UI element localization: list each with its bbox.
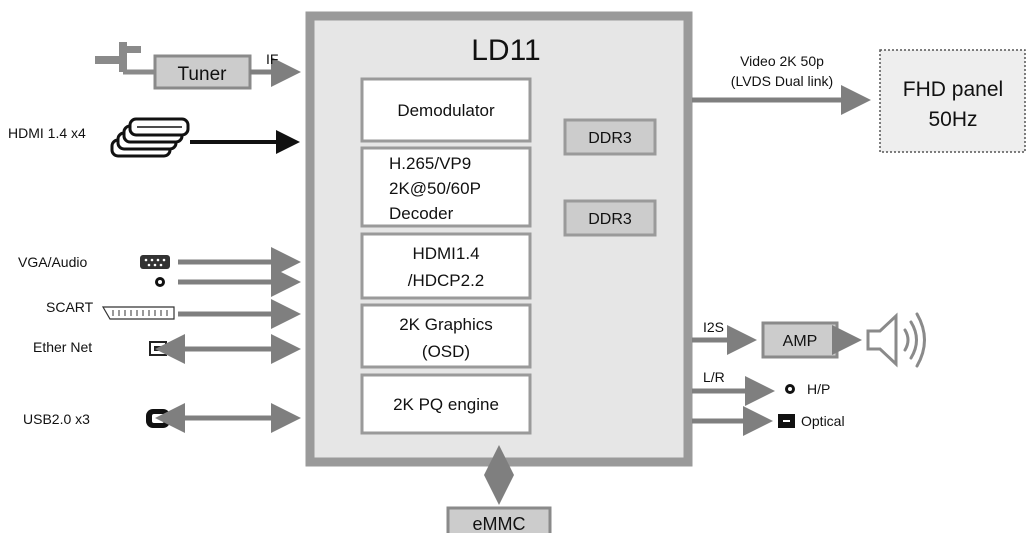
antenna-icon bbox=[95, 42, 141, 72]
graphics-label-line1: 2K Graphics bbox=[399, 315, 493, 334]
speaker-icon bbox=[866, 312, 926, 368]
video-output-label-line1: Video 2K 50p bbox=[740, 53, 824, 69]
headphone-label: H/P bbox=[807, 381, 830, 397]
usb-label: USB2.0 x3 bbox=[23, 411, 90, 427]
optical-label: Optical bbox=[801, 413, 845, 429]
pq-engine-label: 2K PQ engine bbox=[393, 395, 499, 414]
vga-audio-label: VGA/Audio bbox=[18, 254, 87, 270]
amp-label: AMP bbox=[783, 333, 818, 350]
tuner-label: Tuner bbox=[178, 64, 228, 85]
headphone-jack-icon bbox=[785, 384, 795, 394]
video-output-label-line2: (LVDS Dual link) bbox=[731, 73, 833, 89]
demodulator-label: Demodulator bbox=[397, 101, 495, 120]
ddr3-top-label: DDR3 bbox=[588, 130, 632, 147]
if-label: IF bbox=[266, 51, 278, 67]
optical-port-icon bbox=[778, 414, 795, 428]
hdmi-hdcp-label-line1: HDMI1.4 bbox=[412, 244, 479, 263]
graphics-block bbox=[360, 303, 532, 369]
decoder-label-line2: 2K@50/60P bbox=[389, 179, 481, 198]
i2s-label: I2S bbox=[703, 319, 724, 335]
scart-label: SCART bbox=[46, 299, 94, 315]
hdmi-hdcp-label-line2: /HDCP2.2 bbox=[408, 271, 485, 290]
vga-connector-icon bbox=[140, 255, 170, 269]
scart-connector-icon bbox=[101, 306, 175, 320]
lr-label: L/R bbox=[703, 369, 725, 385]
ddr3-top-block bbox=[563, 118, 657, 156]
decoder-block bbox=[360, 146, 532, 228]
ddr3-bottom-label: DDR3 bbox=[588, 211, 632, 228]
decoder-label-line3: Decoder bbox=[389, 204, 454, 223]
hdmi-input-label: HDMI 1.4 x4 bbox=[8, 125, 86, 141]
audio-jack-icon bbox=[155, 277, 165, 287]
hdmi-hdcp-block bbox=[360, 232, 532, 300]
emmc-label: eMMC bbox=[473, 514, 526, 533]
decoder-label-line1: H.265/VP9 bbox=[389, 154, 471, 173]
graphics-label-line2: (OSD) bbox=[422, 342, 470, 361]
fhd-panel-box bbox=[879, 49, 1026, 153]
fhd-panel-label-line2: 50Hz bbox=[928, 108, 977, 131]
hdmi-connector-icon bbox=[110, 117, 190, 158]
chip-title: LD11 bbox=[471, 34, 541, 67]
ethernet-port-icon bbox=[149, 341, 167, 356]
usb-port-icon bbox=[146, 409, 170, 428]
demodulator-block bbox=[360, 77, 532, 143]
fhd-panel-label-line1: FHD panel bbox=[903, 78, 1003, 101]
ddr3-bottom-block bbox=[563, 199, 657, 237]
ethernet-label: Ether Net bbox=[33, 339, 92, 355]
pq-engine-block bbox=[360, 373, 532, 435]
